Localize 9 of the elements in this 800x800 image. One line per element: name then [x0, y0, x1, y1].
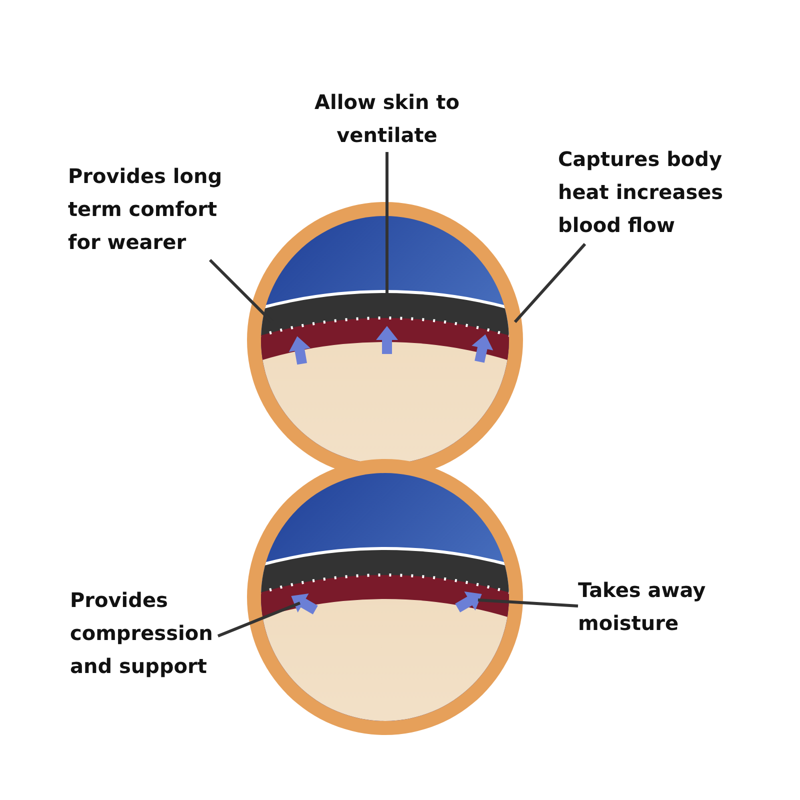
callout-text: Allow skin to ventilate [312, 86, 462, 152]
leader-line [386, 152, 388, 296]
leader-line [514, 243, 586, 323]
callout-text: Takes away moisture [578, 574, 728, 640]
callout-text: Captures body heat increases blood flow [558, 143, 748, 242]
callout-text: Provides compression and support [70, 584, 230, 683]
leader-line [478, 598, 578, 608]
leader-line [217, 602, 301, 638]
callout-text: Provides long term comfort for wearer [68, 160, 243, 259]
